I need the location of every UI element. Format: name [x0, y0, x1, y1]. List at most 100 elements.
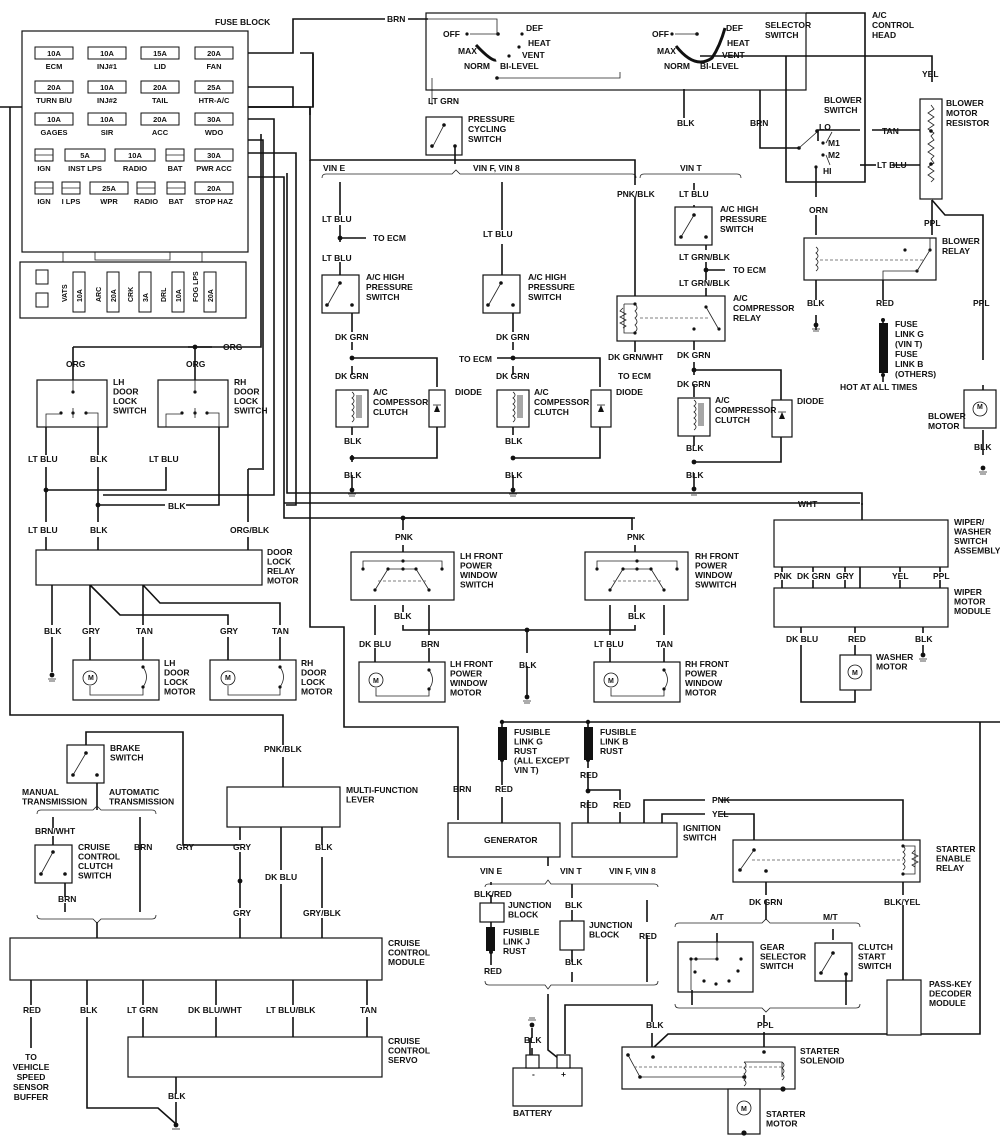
- fusible-link-g: [498, 727, 507, 760]
- wire-brn: BRN: [421, 639, 439, 649]
- wire-lt-blu-blk: LT BLU/BLK: [266, 1005, 316, 1015]
- lh-power-window-switch-label: WINDOW: [460, 570, 498, 580]
- starter-solenoid-label: STARTER: [800, 1046, 840, 1056]
- to-ecm: TO ECM: [733, 265, 766, 275]
- wire-blk: BLK: [565, 900, 583, 910]
- pressure-cycling-switch: [425, 116, 463, 156]
- wire-lt-blu: LT BLU: [679, 189, 709, 199]
- ac-high-pressure-switch-label: A/C HIGH: [528, 272, 566, 282]
- ground-icon: [172, 1122, 180, 1130]
- wire-lt-blu: LT BLU: [28, 454, 58, 464]
- fuse-name: TAIL: [152, 96, 169, 105]
- wire-lt-blu: LT BLU: [28, 525, 58, 535]
- fuse-rating: 10A: [47, 49, 61, 58]
- fuse-rating: 20A: [207, 184, 221, 193]
- fuse-aux-name: DRL: [161, 287, 168, 302]
- fuse-name: FAN: [207, 62, 222, 71]
- variant-vin-f8: VIN F, VIN 8: [609, 866, 656, 876]
- rh-power-window-motor-label: RH FRONT: [685, 659, 730, 669]
- fuse: [194, 46, 234, 60]
- ground-icon: [528, 1017, 536, 1028]
- vehicle-speed-sensor-buffer-label: BUFFER: [14, 1092, 48, 1102]
- motor-icon: M: [608, 678, 614, 685]
- motor-icon: M: [852, 670, 858, 677]
- wire-blk: BLK: [90, 454, 108, 464]
- blower-relay-label: RELAY: [942, 246, 970, 256]
- fuse-slot: [35, 269, 49, 285]
- pass-key-decoder-module-label: DECODER: [929, 989, 972, 999]
- wire-orn: ORN: [809, 205, 828, 215]
- lh-door-lock-switch-label: LH: [113, 377, 124, 387]
- multi-function-lever-label: LEVER: [346, 795, 374, 805]
- pressure-cycling-switch-label: CYCLING: [468, 124, 507, 134]
- fuse-aux-rating: 20A: [208, 289, 215, 302]
- fuse-name: LID: [154, 62, 167, 71]
- variant-vin-t: VIN T: [560, 866, 583, 876]
- fuse-name: BAT: [169, 197, 184, 206]
- fuse-link-g-b-label: LINK G: [895, 329, 924, 339]
- blower-motor-resistor-label: BLOWER: [946, 98, 984, 108]
- fuse: [87, 112, 127, 126]
- wire-dk-blu-wht: DK BLU/WHT: [188, 1005, 243, 1015]
- wire-dk-grn-wht: DK GRN/WHT: [608, 352, 664, 362]
- battery-negative: -: [532, 1069, 535, 1079]
- blower-m2: M2: [828, 150, 840, 160]
- wire-pnk-blk: PNK/BLK: [264, 744, 303, 754]
- cruise-control-module-label: CRUISE: [388, 938, 420, 948]
- fuse-link-g-b-label: FUSE: [895, 349, 918, 359]
- ground-icon: [979, 465, 987, 475]
- at-mt-brace-top: [674, 918, 861, 928]
- wiper-washer-switch-label: WIPER/: [954, 517, 985, 527]
- at-label: A/T: [710, 912, 725, 922]
- wire-red: RED: [23, 1005, 41, 1015]
- fuse-rating: 10A: [100, 115, 114, 124]
- automatic-transmission-label: AUTOMATIC: [109, 787, 159, 797]
- clutch-start-switch-label: START: [858, 952, 887, 962]
- compressor-relay-label: COMPRESSOR: [733, 303, 794, 313]
- wire-blk: BLK: [80, 1005, 98, 1015]
- cruise-control-servo: [127, 1036, 383, 1078]
- ignition-switch-label: SWITCH: [683, 833, 717, 843]
- blower-motor-label: MOTOR: [928, 421, 959, 431]
- ac-high-pressure-switch-label: SWITCH: [528, 292, 562, 302]
- wire-dk-grn: DK GRN: [797, 571, 831, 581]
- motor-icon: M: [741, 1106, 747, 1113]
- blower-lo: LO: [819, 122, 831, 132]
- wire-red: RED: [639, 931, 657, 941]
- fuse-aux-rating: 20A: [111, 289, 118, 302]
- starter-solenoid: [621, 1046, 796, 1090]
- generator-label: GENERATOR: [484, 835, 538, 845]
- blower-switch-label: SWITCH: [824, 105, 858, 115]
- wire-lt-grn-blk: LT GRN/BLK: [679, 278, 731, 288]
- wire-dk-grn: DK GRN: [677, 350, 711, 360]
- fuse: [140, 112, 180, 126]
- fusible-link-b-label: RUST: [600, 746, 624, 756]
- fuse-name: ECM: [46, 62, 63, 71]
- brake-switch: [66, 744, 105, 784]
- wire-blk: BLK: [505, 470, 523, 480]
- compressor-clutch-label: COMPESSOR: [373, 397, 428, 407]
- blower-motor-resistor: [919, 98, 943, 200]
- starter-motor-label: MOTOR: [766, 1119, 797, 1129]
- wire-wht: WHT: [798, 499, 818, 509]
- cruise-control-clutch-switch-label: SWITCH: [78, 871, 112, 881]
- ac-compressor-relay: [616, 295, 726, 342]
- motor-icon: M: [373, 678, 379, 685]
- generator: [447, 822, 561, 858]
- wiper-washer-switch-label: ASSEMBLY: [954, 546, 1000, 556]
- wire-blk: BLK: [44, 626, 62, 636]
- to-ecm: TO ECM: [459, 354, 492, 364]
- ac-high-pressure-switch-vin-t: [674, 206, 713, 246]
- compressor-clutch-vin-t: [677, 397, 711, 437]
- gear-selector-switch-label: SELECTOR: [760, 952, 806, 962]
- fuse-block-title: FUSE BLOCK: [215, 17, 271, 27]
- compressor-clutch-label: COMPESSOR: [534, 397, 589, 407]
- rh-door-lock-motor-label: MOTOR: [301, 687, 332, 697]
- fusible-link-g-label: RUST: [514, 746, 538, 756]
- ground-icon: [509, 487, 517, 497]
- junction-block-vin-e: [479, 902, 505, 923]
- wire-blk: BLK: [565, 957, 583, 967]
- wire-dk-grn: DK GRN: [496, 332, 530, 342]
- blower-switch-contacts: [797, 129, 833, 169]
- wire-blk: BLK: [168, 1091, 186, 1101]
